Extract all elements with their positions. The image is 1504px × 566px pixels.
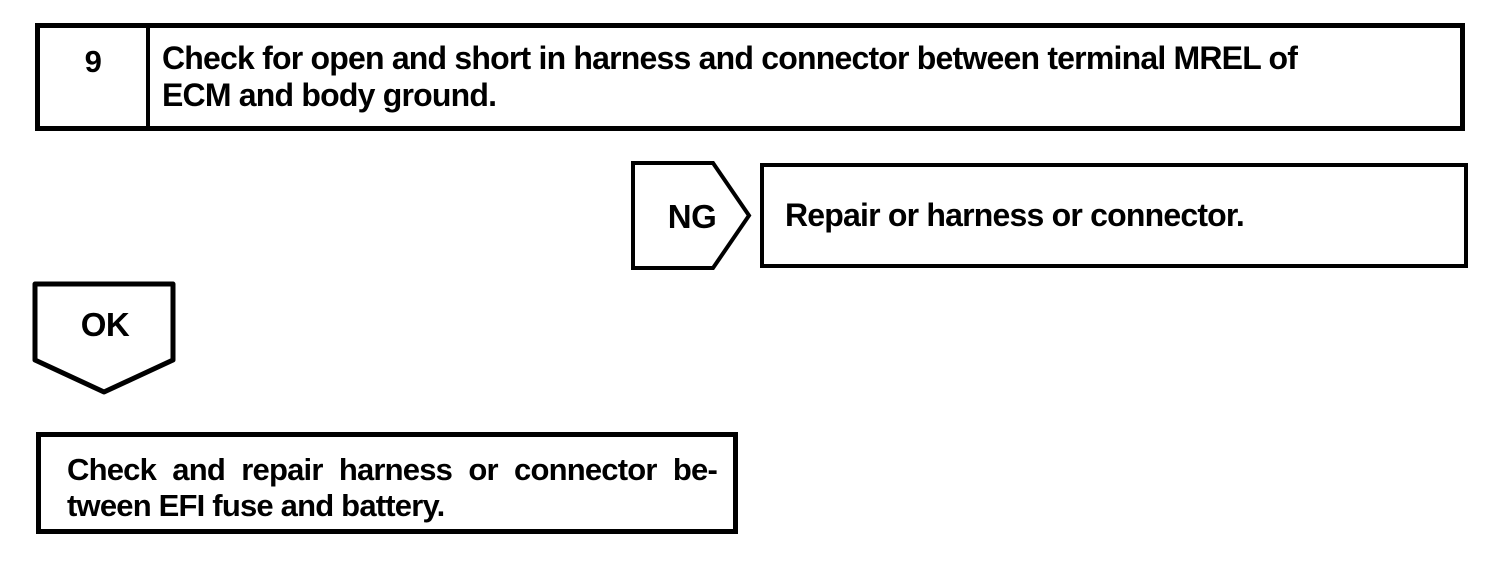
ok-result-box: Check and repair harness or connector be…	[36, 432, 738, 534]
ok-arrow-shape	[32, 281, 176, 395]
step-instruction-line-2: ECM and body ground.	[162, 77, 497, 113]
step-number: 9	[40, 28, 150, 126]
ok-connector-label: OK	[80, 306, 130, 343]
ng-pentagon-icon	[631, 161, 752, 270]
ok-result-line-2: tween EFI fuse and battery.	[67, 488, 445, 523]
ng-connector-label: NG	[667, 197, 717, 235]
ok-result-line-1: Check and repair harness or connector be…	[67, 452, 718, 487]
step-instruction-line-1: Check for open and short in harness and …	[162, 40, 1298, 76]
ok-pentagon-icon	[32, 281, 176, 395]
ng-result-text: Repair or harness or connector.	[785, 197, 1245, 233]
ng-result-box: Repair or harness or connector.	[760, 163, 1468, 268]
ng-arrow-shape	[631, 161, 752, 270]
step-instruction: Check for open and short in harness and …	[150, 28, 1460, 126]
step-box: 9 Check for open and short in harness an…	[35, 23, 1465, 131]
ok-result-text: Check and repair harness or connector be…	[67, 452, 718, 524]
